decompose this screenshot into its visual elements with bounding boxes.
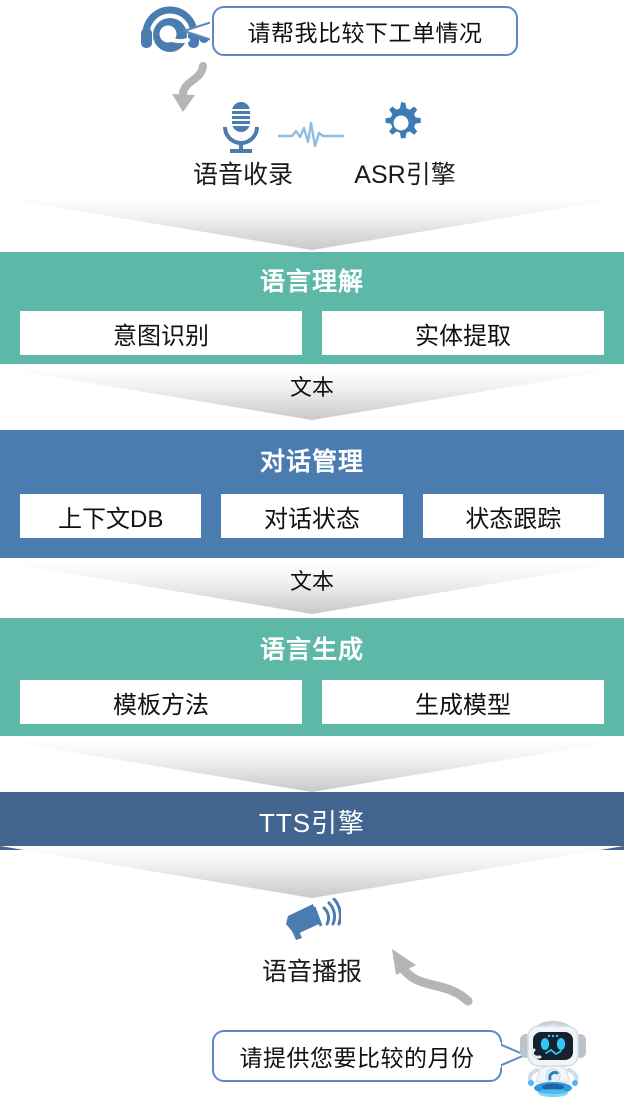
connector-label-text: 文本	[289, 375, 334, 400]
sub-box-context-db[interactable]: 上下文DB	[20, 494, 202, 538]
stage-language-understanding: 语言理解 意图识别 实体提取	[0, 252, 624, 364]
waveform-icon	[276, 120, 346, 150]
stage-title-tts: TTS引擎	[258, 807, 366, 838]
sub-box-intent-recognition[interactable]: 意图识别	[20, 311, 302, 355]
stage-language-generation: 语言生成 模板方法 生成模型	[0, 618, 624, 736]
sub-box-entity-extraction[interactable]: 实体提取	[322, 311, 604, 355]
sub-box-template-method[interactable]: 模板方法	[20, 680, 302, 724]
curved-arrow-down-icon	[155, 62, 225, 124]
stage-title-nlu: 语言理解	[259, 268, 364, 296]
microphone-icon	[220, 100, 262, 156]
label-voice-broadcast: 语音播报	[261, 958, 362, 986]
connector-tts-to-output	[0, 846, 624, 898]
sub-box-state-tracking[interactable]: 状态跟踪	[422, 494, 604, 538]
system-response-text: 请提供您要比较的月份	[239, 1045, 475, 1071]
connector-nlu-to-dm: 文本	[0, 368, 624, 420]
stage-title-nlg: 语言生成	[259, 636, 364, 664]
gear-icon	[378, 100, 424, 146]
label-asr-engine: ASR引擎	[354, 161, 456, 189]
chevron-shape	[0, 740, 624, 792]
stage-dm-boxes: 上下文DB 对话状态 状态跟踪	[0, 494, 624, 538]
connector-label-text: 文本	[289, 569, 334, 594]
label-voice-capture: 语音收录	[192, 161, 293, 189]
sub-box-generation-model[interactable]: 生成模型	[322, 680, 604, 724]
megaphone-icon	[283, 897, 342, 942]
curved-arrow-up-icon	[372, 935, 477, 1015]
stage-nlu-boxes: 意图识别 实体提取	[0, 311, 624, 355]
sub-box-dialogue-state[interactable]: 对话状态	[221, 494, 403, 538]
stage-nlg-boxes: 模板方法 生成模型	[0, 680, 624, 724]
chevron-shape	[0, 846, 624, 898]
headset-icon	[138, 4, 218, 59]
chevron-shape	[0, 198, 624, 250]
connector-nlg-to-tts	[0, 740, 624, 792]
stage-tts-engine: TTS引擎	[0, 792, 624, 850]
connector-dm-to-nlg: 文本	[0, 562, 624, 614]
stage-dialogue-management: 对话管理 上下文DB 对话状态 状态跟踪	[0, 430, 624, 558]
system-response-bubble[interactable]: 请提供您要比较的月份	[212, 1030, 502, 1082]
user-utterance-bubble[interactable]: 请帮我比较下工单情况	[212, 6, 518, 56]
user-utterance-text: 请帮我比较下工单情况	[247, 20, 483, 46]
connector-asr-to-nlu	[0, 198, 624, 250]
stage-title-dm: 对话管理	[259, 448, 364, 476]
robot-icon	[510, 1018, 596, 1098]
